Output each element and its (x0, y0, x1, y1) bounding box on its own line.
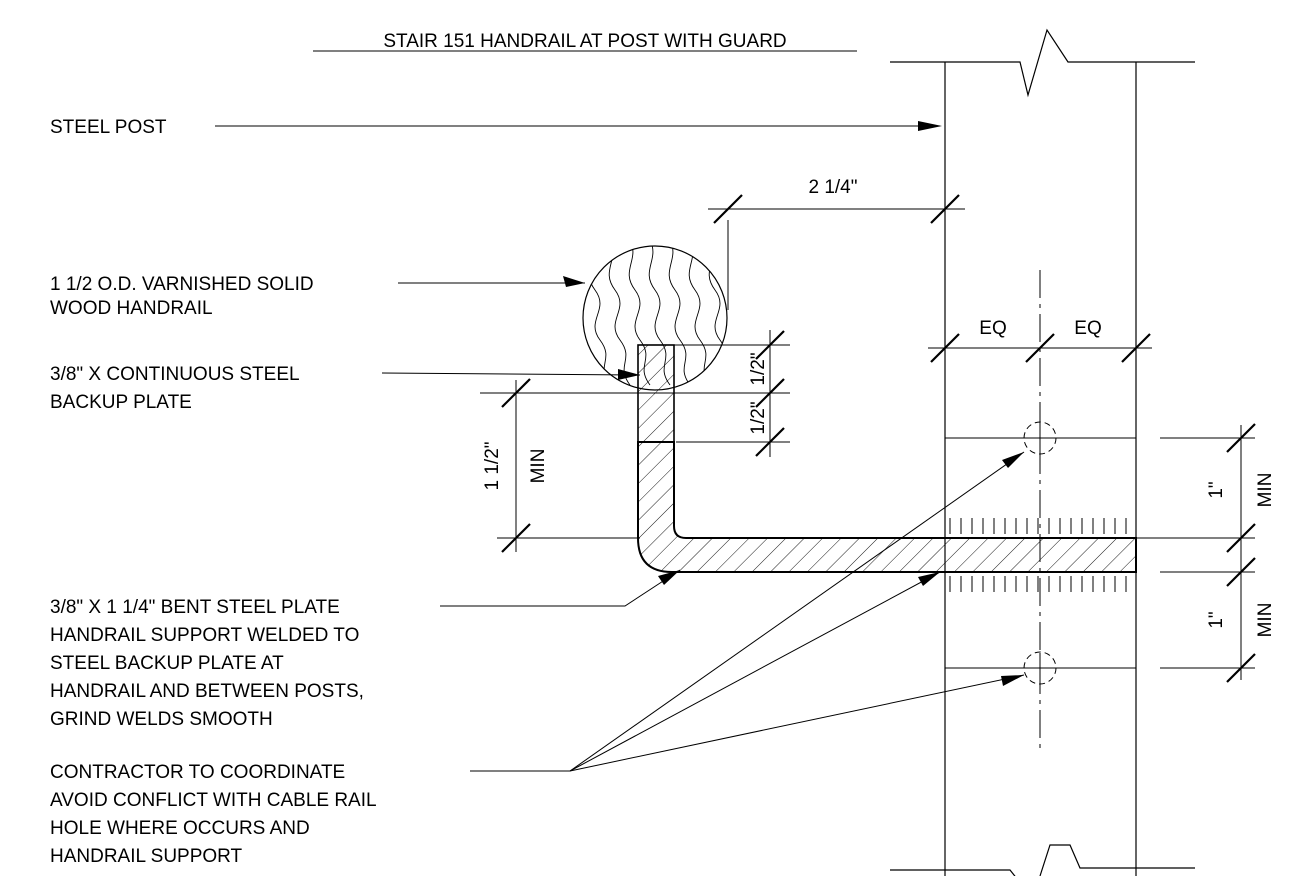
dim-plate-lap: 1/2" 1/2" (480, 330, 790, 457)
dim-support-min-text: MIN (528, 449, 549, 484)
dim-hole-bottom: 1" MIN (1206, 572, 1276, 683)
dim-eq: EQ EQ (928, 318, 1152, 363)
weld-marks (949, 518, 1127, 592)
note-steel-post: STEEL POST (50, 117, 167, 138)
hole-extension-lines (945, 437, 1255, 669)
dim-eq-left-text: EQ (979, 318, 1006, 339)
note-bent-plate: 3/8" X 1 1/4" BENT STEEL PLATE HANDRAIL … (50, 597, 369, 730)
dim-hole-top-min-text: MIN (1255, 473, 1276, 508)
dim-plate-lap-text: 1/2" (748, 401, 769, 434)
dim-rail-offset-text: 2 1/4" (808, 177, 857, 198)
dim-hole-bottom-min-text: MIN (1255, 603, 1276, 638)
leaders (215, 121, 1025, 772)
dim-support-height-text: 1 1/2" (482, 441, 503, 490)
dim-plate-top-text: 1/2" (748, 352, 769, 385)
note-handrail: 1 1/2 O.D. VARNISHED SOLID WOOD HANDRAIL (50, 274, 319, 319)
steel-post (890, 28, 1195, 876)
note-backup-plate: 3/8" X CONTINUOUS STEEL BACKUP PLATE (50, 364, 304, 413)
note-contractor: CONTRACTOR TO COORDINATE AVOID CONFLICT … (50, 762, 381, 867)
dim-hole-top-text: 1" (1206, 481, 1227, 498)
dim-support-height: 1 1/2" MIN (482, 378, 640, 553)
detail-title: STAIR 151 HANDRAIL AT POST WITH GUARD (383, 31, 786, 52)
bent-steel-plate-support (637, 441, 1137, 573)
dim-hole-top: 1" MIN (1206, 423, 1276, 587)
dim-eq-right-text: EQ (1074, 318, 1101, 339)
dim-hole-bottom-text: 1" (1206, 611, 1227, 628)
dim-rail-offset: 2 1/4" (708, 177, 965, 310)
